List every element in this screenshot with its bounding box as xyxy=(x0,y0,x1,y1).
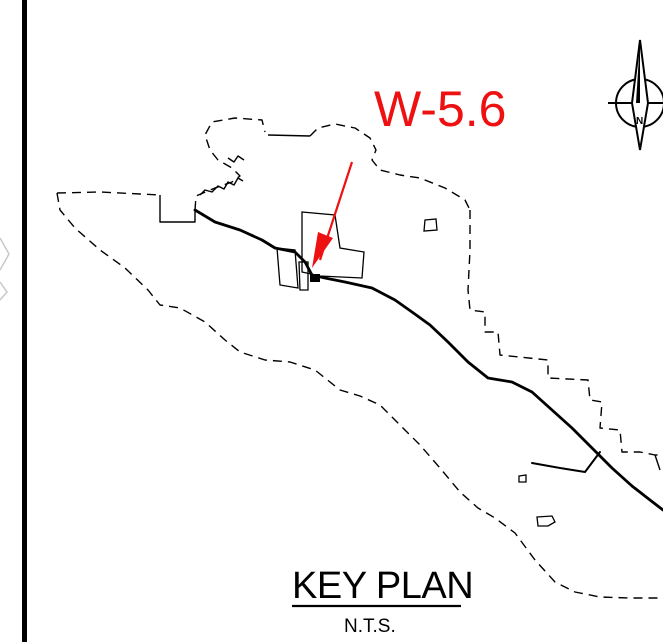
callout-label: W-5.6 xyxy=(374,81,506,137)
callout-arrow-head xyxy=(312,232,333,268)
area-boundary-southwest xyxy=(56,192,663,599)
north-arrow-letter: N xyxy=(636,116,643,127)
parcel-isolated-east xyxy=(518,474,527,483)
site-location-marker xyxy=(310,274,320,282)
area-boundary-north-segment xyxy=(267,134,311,137)
branch-route-line xyxy=(531,451,601,473)
edge-chevron-mark xyxy=(0,237,10,271)
key-plan-title: KEY PLAN xyxy=(292,565,473,607)
east-boundary-tick xyxy=(654,454,661,471)
area-boundary-east-stepped xyxy=(467,210,663,456)
parcel-west xyxy=(276,247,299,289)
area-boundary-notch xyxy=(159,195,196,223)
north-arrow: N xyxy=(608,39,663,151)
area-boundary-north-lobe xyxy=(194,117,266,211)
creek-squiggle xyxy=(199,177,244,196)
sheet-border-left xyxy=(22,0,27,642)
scale-note: N.T.S. xyxy=(344,616,396,637)
area-boundary-north-left xyxy=(56,191,161,196)
north-arrow-needle-fill xyxy=(636,40,640,103)
parcel-small-adjacent xyxy=(298,261,309,291)
edge-chevron-mark-2 xyxy=(0,281,8,301)
parcel-isolated-south xyxy=(536,515,556,527)
area-boundary-north-hill xyxy=(309,123,471,211)
creek-squiggle-2 xyxy=(227,155,245,163)
parcel-large-north xyxy=(301,211,365,279)
parcel-isolated-north xyxy=(423,218,438,232)
